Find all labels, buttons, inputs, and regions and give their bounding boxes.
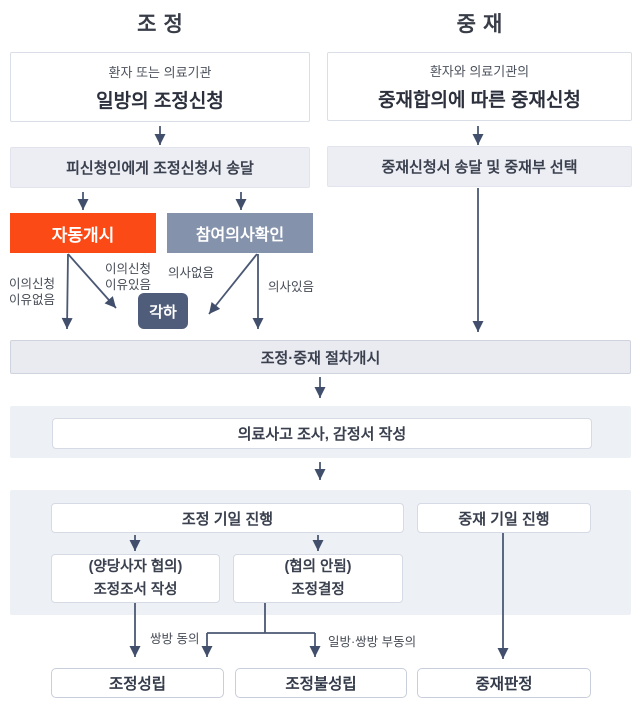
edge-label-has-intent: 의사있음: [268, 280, 315, 294]
node-mediation-request-title: 일방의 조정신청: [96, 90, 224, 112]
node-mediation-decision-line1: (협의 안됨): [284, 559, 352, 576]
node-agreed-protocol: (양당사자 협의) 조정조서 작성: [51, 554, 220, 603]
node-arbitration-award: 중재판정: [417, 668, 591, 698]
node-mediation-request: 환자 또는 의료기관 일방의 조정신청: [10, 52, 310, 122]
node-dismiss: 각하: [138, 293, 188, 329]
node-agreed-protocol-line2: 조정조서 작성: [93, 581, 178, 598]
node-arbitration-request-title: 중재합의에 따른 중재신청: [378, 90, 581, 111]
edge-label-both-agree: 쌍방 동의: [150, 632, 200, 646]
node-serve-arbitration-papers: 중재신청서 송달 및 중재부 선택: [327, 146, 632, 187]
edge-label-disagree: 일방·쌍방 부동의: [328, 635, 417, 649]
node-mediation-session: 조정 기일 진행: [51, 503, 404, 533]
node-serve-mediation-papers: 피신청인에게 조정신청서 송달: [10, 147, 310, 188]
node-investigation: 의료사고 조사, 감정서 작성: [52, 418, 592, 449]
node-arbitration-session: 중재 기일 진행: [417, 503, 591, 533]
node-agreed-protocol-line1: (양당사자 협의): [88, 559, 183, 576]
column-title-mediation: 조정: [137, 13, 190, 36]
node-auto-start: 자동개시: [10, 213, 156, 253]
edge-label-no-intent: 의사없음: [168, 266, 215, 280]
node-intent-check: 참여의사확인: [167, 213, 313, 253]
node-mediation-decision-line2: 조정결정: [291, 581, 345, 598]
edge-label-objection-no-reason: 이의신청 이유없음: [9, 277, 56, 308]
node-mediation-request-subtitle: 환자 또는 의료기관: [108, 64, 212, 80]
node-arbitration-request: 환자와 의료기관의 중재합의에 따른 중재신청: [327, 52, 632, 121]
node-mediation-established: 조정성립: [51, 668, 224, 698]
node-mediation-decision: (협의 안됨) 조정결정: [233, 554, 403, 603]
edge-label-objection-with-reason: 이의신청 이유있음: [105, 262, 152, 293]
column-title-arbitration: 중재: [456, 13, 510, 36]
node-mediation-failed: 조정불성립: [235, 668, 407, 698]
node-procedure-start: 조정·중재 절차개시: [10, 340, 631, 374]
node-arbitration-request-subtitle: 환자와 의료기관의: [429, 64, 530, 79]
